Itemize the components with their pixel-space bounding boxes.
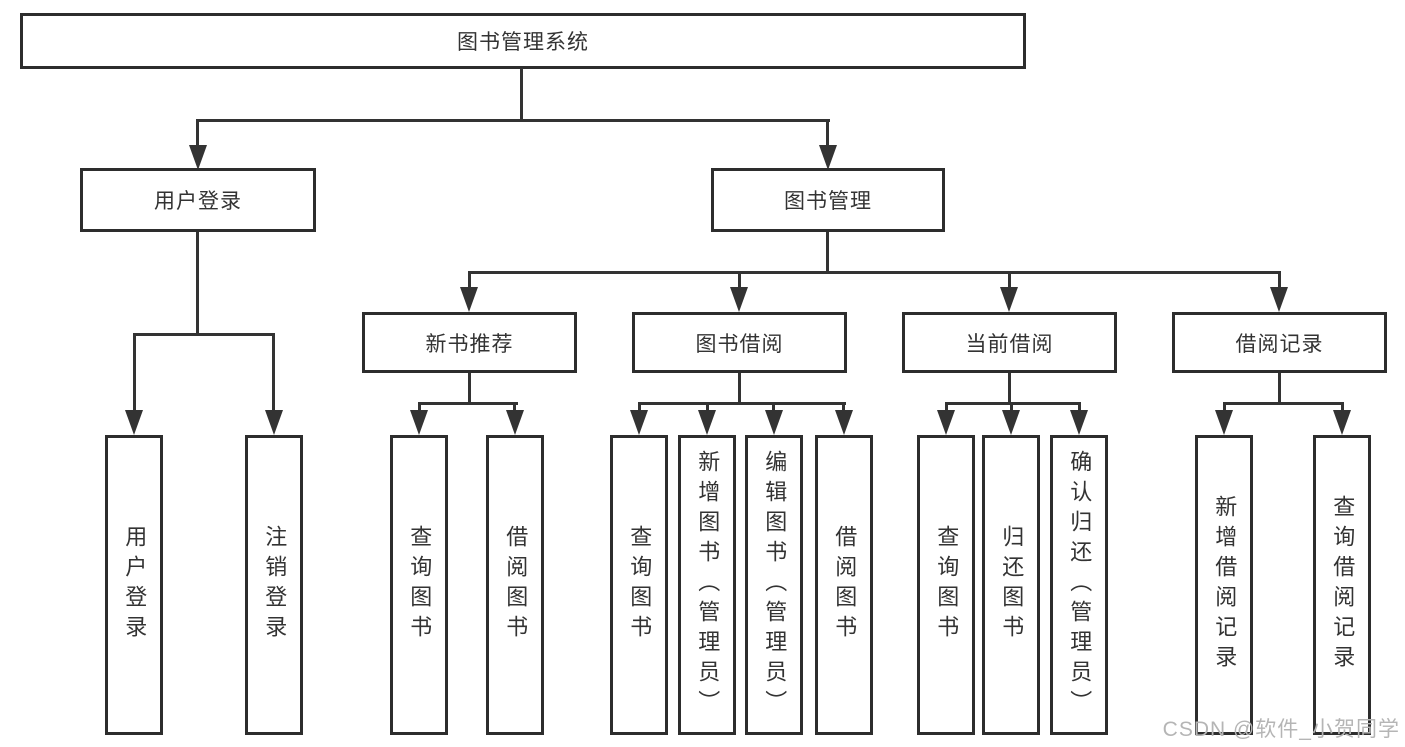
leaf-label: 新增借阅记录 (1212, 495, 1238, 675)
connector-stem-leaf (133, 333, 136, 411)
node-root: 图书管理系统 (20, 13, 1026, 69)
connector-stem-level3 (1278, 271, 1281, 287)
node-book-management: 图书管理 (711, 168, 945, 232)
leaf-borrow-books-recommend: 借阅图书 (486, 435, 544, 735)
connector-borrow-records-hline (1223, 402, 1344, 405)
connector-book-management-stub (826, 232, 829, 274)
connector-stem-level3 (468, 271, 471, 287)
node-book-borrow-label: 图书借阅 (695, 332, 784, 356)
connector-stem-user-login (196, 119, 199, 147)
connector-stem-leaf (513, 402, 516, 412)
connector-user-login-hline (133, 333, 275, 336)
connector-stem-leaf (1078, 402, 1081, 412)
connector-stem-leaf (842, 402, 845, 412)
node-book-borrow: 图书借阅 (632, 312, 847, 373)
connector-new-book-hline (418, 402, 518, 405)
arrowhead-down-icon (265, 410, 283, 435)
arrowhead-down-icon (410, 410, 428, 435)
connector-current-borrow-hline (945, 402, 1081, 405)
leaf-confirm-return-admin: 确认归还（管理员） (1050, 435, 1108, 735)
arrowhead-down-icon (835, 410, 853, 435)
leaf-query-books-recommend: 查询图书 (390, 435, 448, 735)
connector-user-login-stub (196, 232, 199, 336)
connector-stem-leaf (1223, 402, 1226, 412)
arrowhead-down-icon (1333, 410, 1351, 435)
connector-stem-leaf (706, 402, 709, 412)
leaf-query-books-borrow: 查询图书 (610, 435, 668, 735)
leaf-borrow-books: 借阅图书 (815, 435, 873, 735)
connector-stem-leaf (772, 402, 775, 412)
arrowhead-down-icon (937, 410, 955, 435)
connector-new-book-stub (468, 373, 471, 405)
arrowhead-down-icon (1000, 287, 1018, 312)
leaf-label: 查询图书 (934, 525, 960, 645)
arrowhead-down-icon (460, 287, 478, 312)
connector-book-borrow-stub (738, 373, 741, 405)
watermark-text: CSDN @软件_小贺同学 (1162, 718, 1400, 741)
leaf-user-login: 用户登录 (105, 435, 163, 735)
connector-stem-leaf (1341, 402, 1344, 412)
arrowhead-down-icon (819, 145, 837, 170)
connector-stem-leaf (1010, 402, 1013, 412)
connector-root-hline (196, 119, 830, 122)
arrowhead-down-icon (125, 410, 143, 435)
node-new-book-recommend: 新书推荐 (362, 312, 577, 373)
leaf-label: 新增图书（管理员） (695, 450, 721, 720)
node-user-login-label: 用户登录 (154, 190, 242, 213)
leaf-label: 编辑图书（管理员） (762, 450, 788, 720)
leaf-return-books: 归还图书 (982, 435, 1040, 735)
node-current-borrow: 当前借阅 (902, 312, 1117, 373)
connector-stem-level3 (738, 271, 741, 287)
leaf-label: 查询借阅记录 (1330, 495, 1356, 675)
connector-book-management-hline (468, 271, 1281, 274)
node-user-login: 用户登录 (80, 168, 316, 232)
node-root-label: 图书管理系统 (457, 31, 589, 54)
leaf-label: 借阅图书 (832, 525, 858, 645)
connector-stem-leaf (638, 402, 641, 412)
leaf-label: 确认归还（管理员） (1067, 450, 1093, 720)
arrowhead-down-icon (1215, 410, 1233, 435)
connector-current-borrow-stub (1008, 373, 1011, 405)
leaf-query-books-current: 查询图书 (917, 435, 975, 735)
leaf-add-borrow-record: 新增借阅记录 (1195, 435, 1253, 735)
leaf-label: 归还图书 (999, 525, 1025, 645)
arrowhead-down-icon (506, 410, 524, 435)
arrowhead-down-icon (698, 410, 716, 435)
arrowhead-down-icon (765, 410, 783, 435)
connector-stem-leaf (272, 333, 275, 411)
connector-borrow-records-stub (1278, 373, 1281, 405)
leaf-label: 借阅图书 (503, 525, 529, 645)
node-new-book-recommend-label: 新书推荐 (425, 332, 514, 356)
connector-root-trunk (520, 68, 523, 121)
arrowhead-down-icon (1270, 287, 1288, 312)
arrowhead-down-icon (630, 410, 648, 435)
arrowhead-down-icon (1070, 410, 1088, 435)
leaf-label: 注销登录 (262, 525, 288, 645)
node-borrow-records-label: 借阅记录 (1235, 332, 1324, 356)
connector-stem-leaf (945, 402, 948, 412)
arrowhead-down-icon (1002, 410, 1020, 435)
leaf-label: 查询图书 (407, 525, 433, 645)
connector-stem-leaf (418, 402, 421, 412)
arrowhead-down-icon (189, 145, 207, 170)
leaf-logout: 注销登录 (245, 435, 303, 735)
leaf-add-books-admin: 新增图书（管理员） (678, 435, 736, 735)
node-borrow-records: 借阅记录 (1172, 312, 1387, 373)
leaf-query-borrow-record: 查询借阅记录 (1313, 435, 1371, 735)
leaf-label: 用户登录 (122, 525, 148, 645)
leaf-label: 查询图书 (627, 525, 653, 645)
node-current-borrow-label: 当前借阅 (965, 332, 1054, 356)
leaf-edit-books-admin: 编辑图书（管理员） (745, 435, 803, 735)
connector-stem-book-management (826, 119, 829, 147)
node-book-management-label: 图书管理 (784, 190, 872, 213)
arrowhead-down-icon (730, 287, 748, 312)
connector-stem-level3 (1008, 271, 1011, 287)
connector-book-borrow-hline (638, 402, 846, 405)
